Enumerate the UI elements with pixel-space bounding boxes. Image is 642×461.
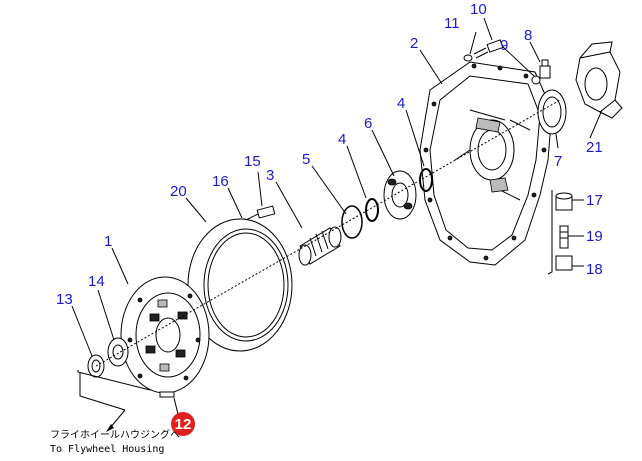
plug-part-8 — [539, 59, 551, 79]
callout-11: 11 — [444, 15, 460, 32]
note-arrow — [109, 409, 126, 429]
yoke-part-21 — [575, 41, 623, 119]
callout-21: 21 — [586, 139, 603, 156]
seal-part-7 — [537, 89, 567, 135]
bearing-part-14 — [107, 337, 129, 367]
center-axis — [95, 99, 561, 367]
highlight-badge-12: 12 — [171, 412, 195, 436]
elbow-part-18 — [555, 255, 573, 271]
washer-part-11 — [463, 54, 473, 62]
leader-lines — [71, 17, 603, 415]
callout-4a: 4 — [338, 131, 346, 148]
callout-8: 8 — [524, 27, 532, 44]
bolt-part-10 — [473, 39, 504, 59]
callout-14: 14 — [88, 273, 105, 290]
ring-part-5 — [341, 205, 363, 239]
bolt-part-15 — [245, 205, 276, 221]
callout-13: 13 — [56, 291, 73, 308]
callout-9: 9 — [500, 37, 508, 54]
note-arrowhead — [106, 424, 114, 432]
callout-17: 17 — [586, 192, 603, 209]
callout-3: 3 — [266, 167, 274, 184]
flywheel-leader — [77, 370, 151, 411]
nipple-part-19 — [559, 225, 569, 249]
housing-part-2 — [419, 61, 553, 266]
snap-ring-part-4a — [365, 198, 379, 222]
callout-5: 5 — [302, 151, 310, 168]
callout-7: 7 — [554, 153, 562, 170]
callout-16: 16 — [212, 173, 229, 190]
gear-part-6 — [383, 170, 417, 220]
callout-6: 6 — [364, 115, 372, 132]
note-english: To Flywheel Housing — [50, 444, 164, 455]
ring-part-20 — [187, 218, 293, 352]
disc-part-1 — [120, 276, 210, 394]
o-ring-part-9 — [531, 75, 541, 85]
callout-1: 1 — [104, 233, 112, 250]
callout-10: 10 — [470, 1, 487, 18]
callout-18: 18 — [586, 261, 603, 278]
callout-12: 12 — [175, 416, 192, 433]
badge-circle — [171, 412, 195, 436]
callout-15: 15 — [244, 153, 261, 170]
callout-4b: 4 — [397, 95, 405, 112]
callout-19: 19 — [586, 228, 603, 245]
breather-part-17 — [555, 192, 573, 211]
pin-part-12 — [159, 391, 175, 398]
breather-leader — [547, 190, 553, 275]
callout-2: 2 — [410, 35, 418, 52]
shaft-part-3 — [298, 226, 342, 266]
callout-20: 20 — [170, 183, 187, 200]
note-japanese: フライホイールハウジングへ — [50, 428, 180, 441]
